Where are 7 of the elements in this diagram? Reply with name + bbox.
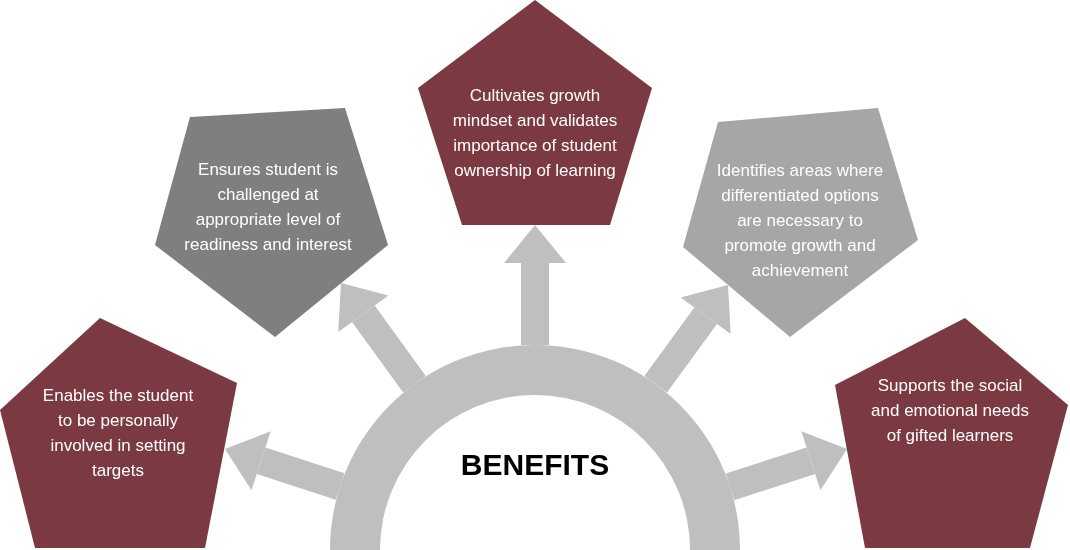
benefit-text: Ensures student is challenged at appropriate level of readiness and interest bbox=[183, 159, 353, 256]
hub-title: BENEFITS bbox=[459, 448, 611, 482]
benefit-text: Enables the student to be personally involved in setting targets bbox=[41, 385, 195, 482]
benefit-text: Supports the social and emotional needs of gifted learners bbox=[870, 374, 1030, 447]
benefit-text: Identifies areas where differentiated options are necessary to promote growth and achievement bbox=[715, 159, 885, 282]
benefit-text: Cultivates growth mindset and validates importance of student ownership of learning bbox=[451, 85, 619, 182]
arrow bbox=[504, 225, 566, 345]
